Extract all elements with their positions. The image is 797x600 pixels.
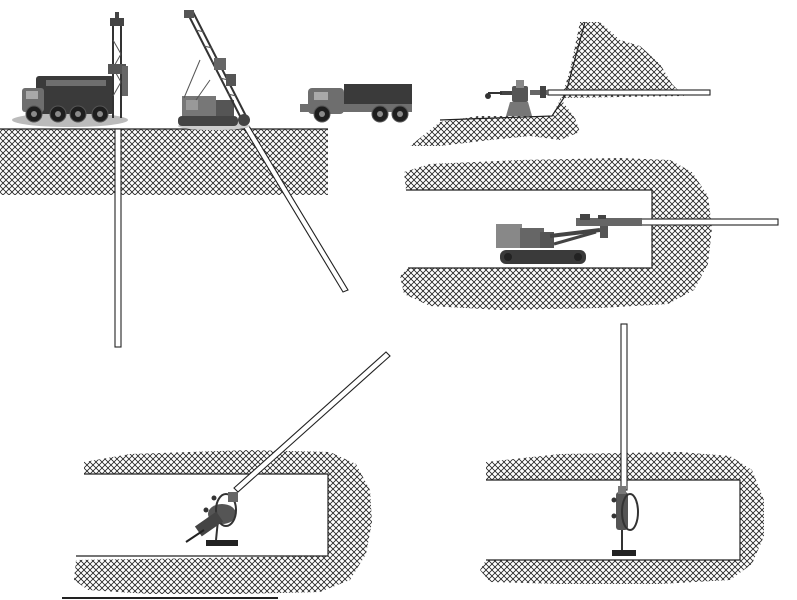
horizontal-borehole-adit <box>639 218 779 226</box>
surface-ground-block <box>0 128 328 195</box>
horizontal-borehole-outcrop <box>547 89 711 96</box>
vertical-borehole-surface <box>114 128 122 348</box>
gallery-rock-mass-inclined <box>74 450 372 594</box>
hand-held-drill-vertical <box>611 486 639 556</box>
crawler-drilling-rig-underground <box>496 214 642 264</box>
vertical-borehole-gallery <box>620 323 628 491</box>
crawler-drill-rig-inclined-mast <box>178 10 250 130</box>
adit-rock-mass-horizontal <box>400 158 712 310</box>
hillside-outcrop <box>410 21 684 146</box>
hand-held-drill-inclined <box>185 492 238 546</box>
cargo-truck <box>300 84 412 123</box>
truck-mounted-drill-rig <box>12 12 128 127</box>
portable-drill-on-stand <box>485 80 548 116</box>
